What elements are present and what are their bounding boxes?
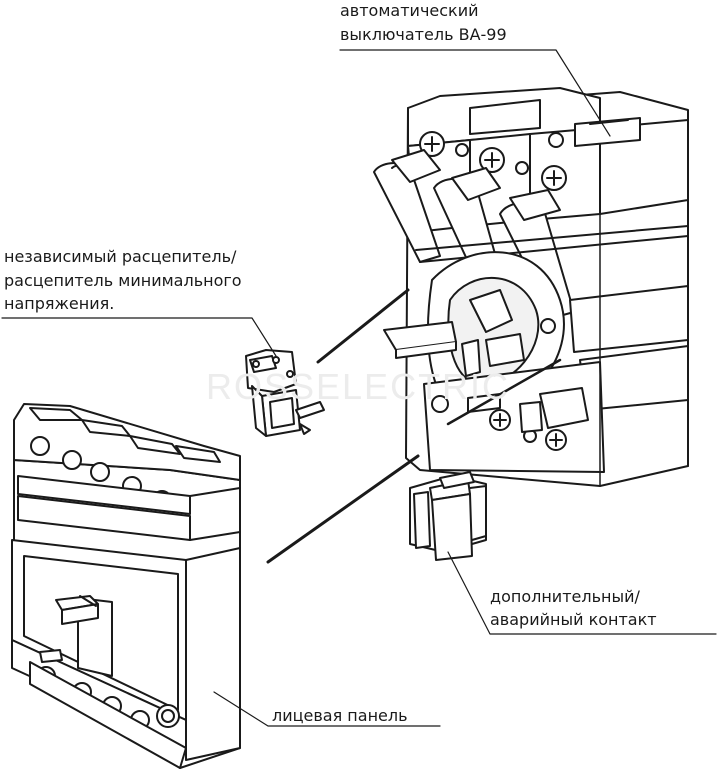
connector-line-contact bbox=[266, 454, 420, 564]
leader-contact bbox=[447, 551, 717, 635]
label-contact-line1: дополнительный/ bbox=[490, 587, 640, 606]
label-breaker-line1: автоматический bbox=[340, 1, 479, 20]
connector-line-trip bbox=[316, 288, 410, 364]
leader-trip bbox=[1, 317, 277, 357]
label-contact-line2: аварийный контакт bbox=[490, 610, 657, 629]
leader-lines bbox=[1, 49, 717, 727]
watermark-text: ROSSELECTRIC bbox=[206, 366, 511, 407]
label-panel: лицевая панель bbox=[272, 706, 408, 725]
circuit-breaker bbox=[373, 87, 689, 487]
shunt-trip-module bbox=[245, 349, 325, 437]
leader-panel bbox=[213, 691, 441, 727]
auxiliary-contact bbox=[409, 471, 487, 561]
leader-breaker bbox=[339, 49, 611, 137]
label-trip-line2: расцепитель минимального bbox=[4, 271, 242, 290]
label-trip-line3: напряжения. bbox=[4, 294, 115, 313]
front-panel bbox=[11, 403, 241, 769]
label-trip-line1: независимый расцепитель/ bbox=[4, 247, 237, 266]
label-breaker-line2: выключатель ВА-99 bbox=[340, 25, 507, 44]
